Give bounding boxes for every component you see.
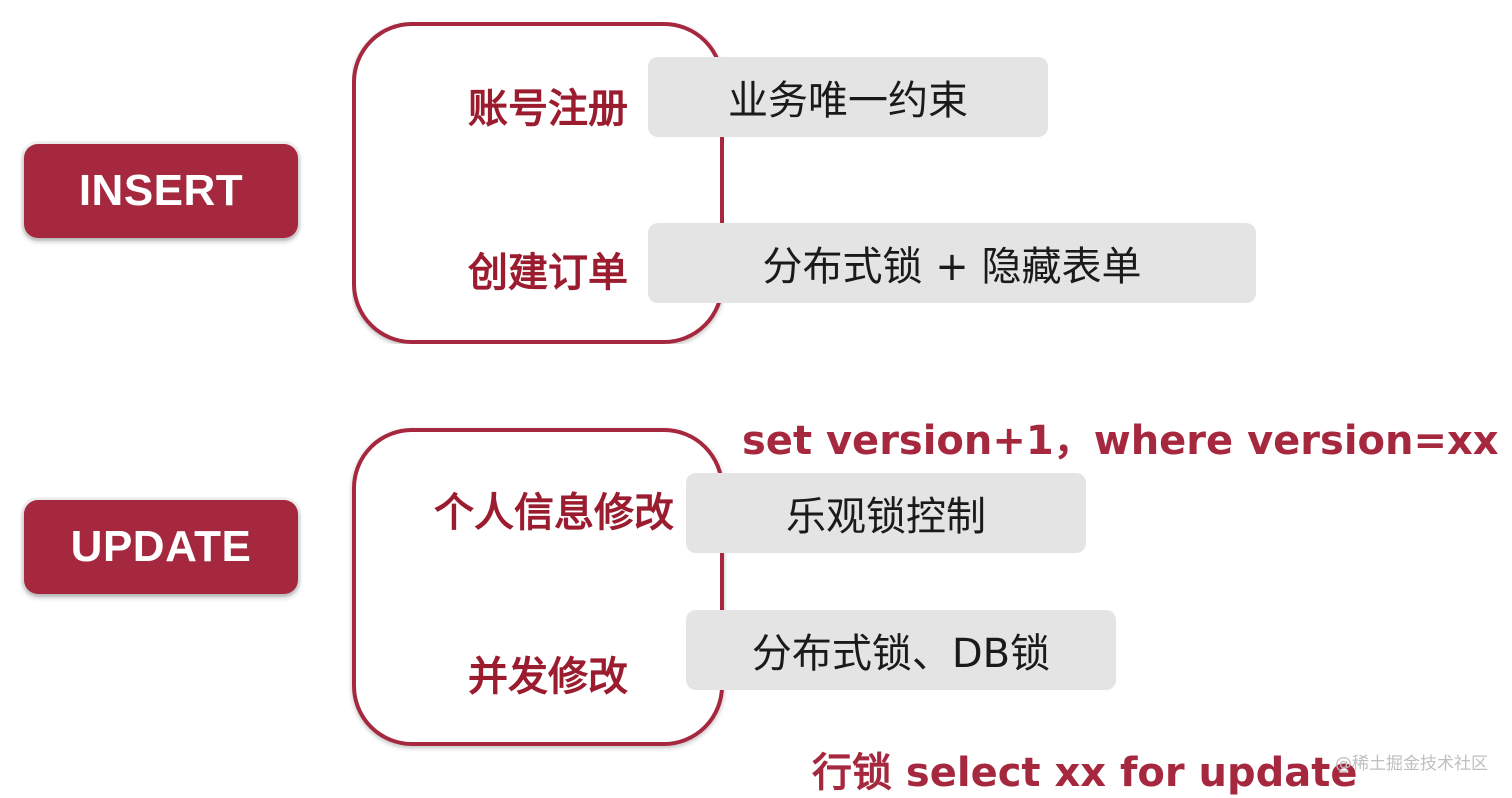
update-scenario-concurrent-edit: 并发修改 [468,654,628,700]
update-bracket [352,428,724,746]
insert-solution-unique-constraint: 业务唯一约束 [648,57,1048,137]
insert-solution-distributed-lock-hidden-form: 分布式锁 + 隐藏表单 [648,223,1256,303]
insert-operation-box: INSERT [24,144,298,238]
update-operation-box: UPDATE [24,500,298,594]
update-scenario-profile-edit: 个人信息修改 [434,490,674,536]
watermark: @稀土掘金技术社区 [1335,754,1488,774]
insert-bracket [352,22,724,344]
insert-label: INSERT [78,166,244,215]
update-solution-optimistic-lock: 乐观锁控制 [686,473,1086,553]
row-lock-sql-note: 行锁 select xx for update [812,750,1358,796]
optimistic-lock-sql-note: set version+1，where version=xx [742,418,1499,464]
update-label: UPDATE [70,522,252,571]
insert-scenario-account-register: 账号注册 [468,86,628,132]
insert-scenario-create-order: 创建订单 [468,250,628,296]
update-solution-distributed-db-lock: 分布式锁、DB锁 [686,610,1116,690]
